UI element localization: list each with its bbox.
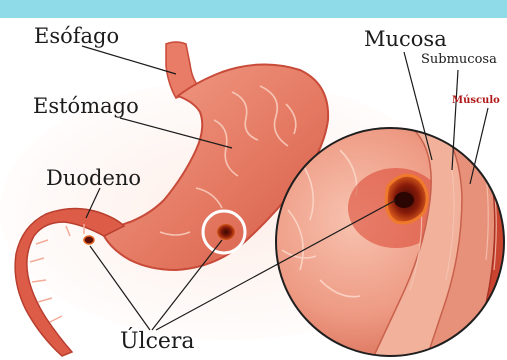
label-esofago: Esófago bbox=[34, 24, 119, 48]
label-musculo: Músculo bbox=[452, 95, 500, 106]
duodenal-ulcer bbox=[84, 236, 94, 244]
label-mucosa: Mucosa bbox=[364, 27, 447, 51]
top-bar bbox=[0, 0, 507, 18]
label-estomago: Estómago bbox=[33, 94, 139, 118]
label-submucosa: Submucosa bbox=[421, 52, 497, 67]
label-ulcera: Úlcera bbox=[120, 329, 195, 354]
esofago-line bbox=[82, 46, 176, 74]
label-duodeno: Duodeno bbox=[46, 166, 141, 190]
gastric-ulcer bbox=[217, 224, 235, 240]
